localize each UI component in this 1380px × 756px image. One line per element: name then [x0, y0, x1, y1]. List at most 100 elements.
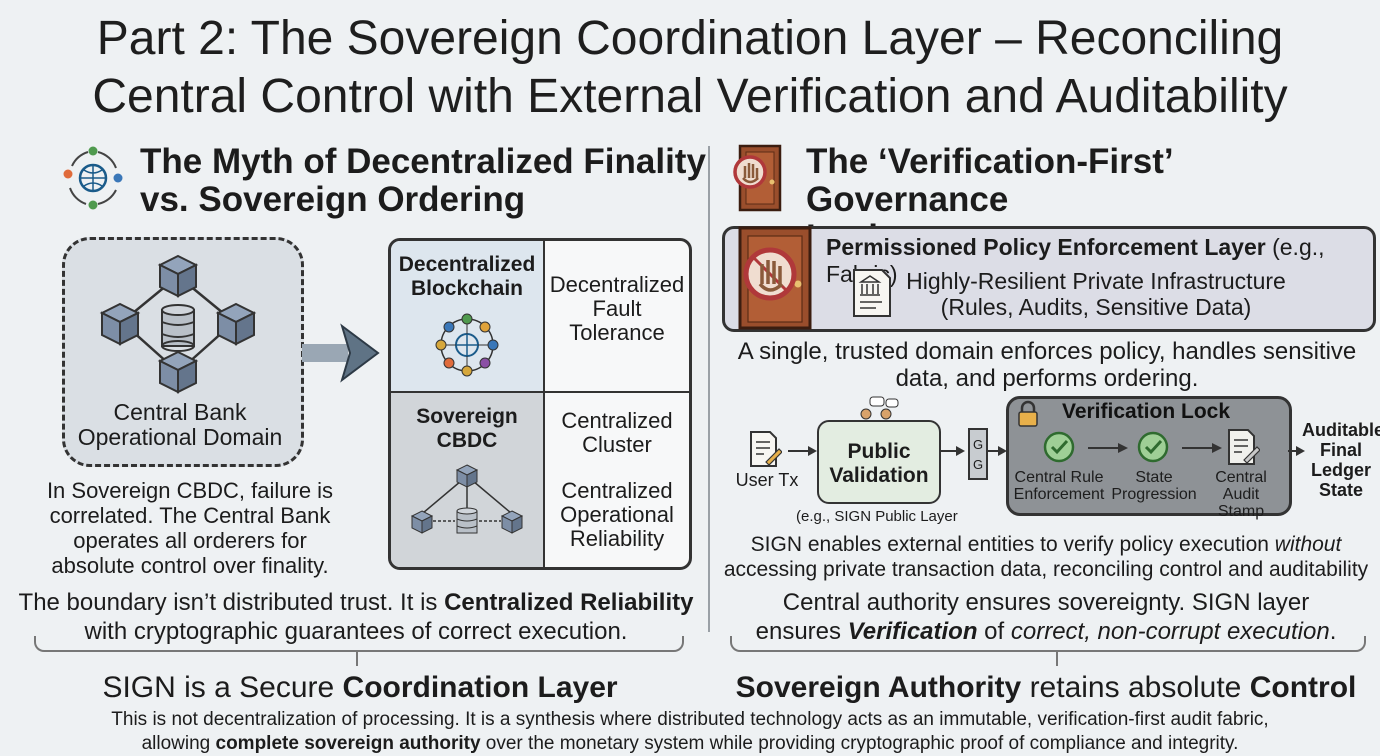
- cube-icon-left: [102, 304, 138, 344]
- cell-br-b-line-1: Centralized: [560, 479, 674, 503]
- title-line-2: Central Control with External Verificati…: [0, 68, 1380, 126]
- right-summary: Sovereign Authority retains absolute Con…: [712, 670, 1380, 706]
- cell-tr-line-1: Decentralized: [550, 273, 685, 297]
- left-heading: The Myth of Decentralized Finality vs. S…: [140, 143, 706, 219]
- flow-arrow-5: [1176, 441, 1224, 455]
- left-brace: [34, 636, 684, 652]
- check-circle-icon-2: [1136, 430, 1170, 464]
- gate-letter-2: G: [970, 456, 986, 473]
- gate-letter-1: G: [970, 436, 986, 453]
- flow-arrow-1: [788, 444, 818, 458]
- right-summary-bold-1: Sovereign Authority: [736, 671, 1022, 704]
- door-stop-large-icon: [738, 226, 814, 332]
- right-brace-tip: [1056, 650, 1058, 666]
- domain-label-line-1: Central Bank: [62, 400, 298, 425]
- cell-centralized: Centralized Cluster Centralized Operatio…: [545, 393, 689, 567]
- public-layer-note: (e.g., SIGN Public Layer: [796, 508, 958, 525]
- authority-line-1: Central authority ensures sovereignty. S…: [716, 588, 1376, 617]
- policy-sub-line-1: Highly-Resilient Private Infrastructure: [906, 268, 1286, 294]
- public-validation-line-2: Validation: [819, 464, 939, 488]
- footer-line-1: This is not decentralization of processi…: [0, 708, 1380, 732]
- footer-line-2-rest: over the monetary system while providing…: [481, 733, 1239, 754]
- step2-line-2: Progression: [1106, 486, 1202, 503]
- step1-line-1: Central Rule: [1008, 469, 1110, 486]
- policy-desc-line-2: data, and performs ordering.: [722, 365, 1372, 392]
- policy-desc-line-1: A single, trusted domain enforces policy…: [722, 338, 1372, 365]
- document-edit-icon: [748, 430, 782, 468]
- cell-decentralized-blockchain: Decentralized Blockchain: [391, 241, 545, 393]
- left-para-line-3: operates all orderers for: [20, 528, 360, 553]
- column-divider: [708, 146, 710, 632]
- authority-line-2-mid: of: [978, 618, 1011, 645]
- check-circle-icon-1: [1042, 430, 1076, 464]
- step-state-progression: State Progression: [1106, 469, 1202, 503]
- cell-decentralized-fault-tolerance: Decentralized Fault Tolerance: [545, 241, 689, 393]
- left-summary: SIGN is a Secure Coordination Layer: [0, 670, 720, 706]
- authority-line-2-italic: correct, non-corrupt execution: [1011, 618, 1330, 645]
- right-heading-line-1: The ‘Verification-First’ Governance: [806, 143, 1380, 219]
- cell-bl-line-2: CBDC: [416, 429, 518, 453]
- final-line-4: State: [1302, 480, 1380, 500]
- boundary-bold-text: Centralized Reliability: [444, 589, 693, 616]
- footer-line-2-pre: allowing: [142, 733, 216, 754]
- cell-tr-line-3: Tolerance: [550, 321, 685, 345]
- public-validation-line-1: Public: [819, 440, 939, 464]
- centralized-cluster-icon: [407, 463, 527, 545]
- bank-document-icon: [848, 264, 894, 320]
- title-line-1: Part 2: The Sovereign Coordination Layer…: [0, 10, 1380, 68]
- audit-document-icon: [1226, 428, 1260, 466]
- final-line-1: Auditable: [1302, 420, 1380, 440]
- left-heading-line-2: vs. Sovereign Ordering: [140, 181, 706, 219]
- step3-line-1: Central: [1198, 469, 1284, 486]
- right-summary-mid: retains absolute: [1021, 671, 1249, 704]
- padlock-icon: [1016, 400, 1040, 428]
- authority-line-2-pre: ensures: [756, 618, 848, 645]
- final-ledger-state: Auditable Final Ledger State: [1302, 420, 1380, 500]
- cell-tl-line-1: Decentralized: [399, 253, 536, 277]
- left-summary-bold: Coordination Layer: [343, 671, 618, 704]
- left-para-line-1: In Sovereign CBDC, failure is: [20, 478, 360, 503]
- step-central-rule: Central Rule Enforcement: [1008, 469, 1110, 503]
- left-summary-pre: SIGN is a Secure: [102, 671, 342, 704]
- sign-description: SIGN enables external entities to verify…: [712, 532, 1380, 582]
- sign-line-1: SIGN enables external entities to verify…: [751, 533, 1275, 556]
- final-line-3: Ledger: [1302, 460, 1380, 480]
- network-cycle-icon: [58, 146, 128, 210]
- left-para-line-4: absolute control over finality.: [20, 553, 360, 578]
- gate-box: G G: [968, 428, 988, 480]
- right-summary-bold-2: Control: [1250, 671, 1357, 704]
- authority-line-2-bold: Verification: [848, 618, 978, 645]
- step-central-audit: Central Audit Stamp: [1198, 469, 1284, 520]
- public-validation-box: Public Validation: [817, 420, 941, 504]
- cell-br-b-line-2: Operational: [560, 503, 674, 527]
- cell-br-a-line-2: Cluster: [561, 433, 672, 457]
- left-brace-tip: [356, 650, 358, 666]
- cube-icon-bottom: [160, 352, 196, 392]
- step1-line-2: Enforcement: [1008, 486, 1110, 503]
- cell-tr-line-2: Fault: [550, 297, 685, 321]
- cell-bl-line-1: Sovereign: [416, 405, 518, 429]
- comparison-grid: Decentralized Blockchain Decentralized F…: [388, 238, 692, 570]
- left-para-line-2: correlated. The Central Bank: [20, 503, 360, 528]
- policy-sub-line-2: (Rules, Audits, Sensitive Data): [906, 294, 1286, 320]
- cube-icon-right: [218, 304, 254, 344]
- flow-arrow-2: [940, 444, 966, 458]
- left-failure-paragraph: In Sovereign CBDC, failure is correlated…: [20, 478, 360, 578]
- database-icon: [162, 305, 194, 351]
- cell-br-b-line-3: Reliability: [560, 527, 674, 551]
- user-tx-label: User Tx: [732, 470, 802, 491]
- step3-line-2: Audit Stamp: [1198, 486, 1284, 520]
- cell-br-a-line-1: Centralized: [561, 409, 672, 433]
- decentralized-network-icon: [427, 305, 507, 385]
- page-title: Part 2: The Sovereign Coordination Layer…: [0, 10, 1380, 126]
- policy-title-bold: Permissioned Policy Enforcement Layer: [826, 234, 1266, 260]
- authority-statement: Central authority ensures sovereignty. S…: [716, 588, 1376, 646]
- verification-lock-title: Verification Lock: [1046, 400, 1246, 424]
- cube-icon-top: [160, 256, 196, 296]
- left-heading-line-1: The Myth of Decentralized Finality: [140, 143, 706, 181]
- cell-sovereign-cbdc: Sovereign CBDC: [391, 393, 545, 567]
- flow-arrow-3: [986, 444, 1008, 458]
- footer-line-2-bold: complete sovereign authority: [216, 733, 481, 754]
- sign-line-2: accessing private transaction data, reco…: [712, 557, 1380, 582]
- boundary-text: The boundary isn’t distributed trust. It…: [19, 589, 445, 616]
